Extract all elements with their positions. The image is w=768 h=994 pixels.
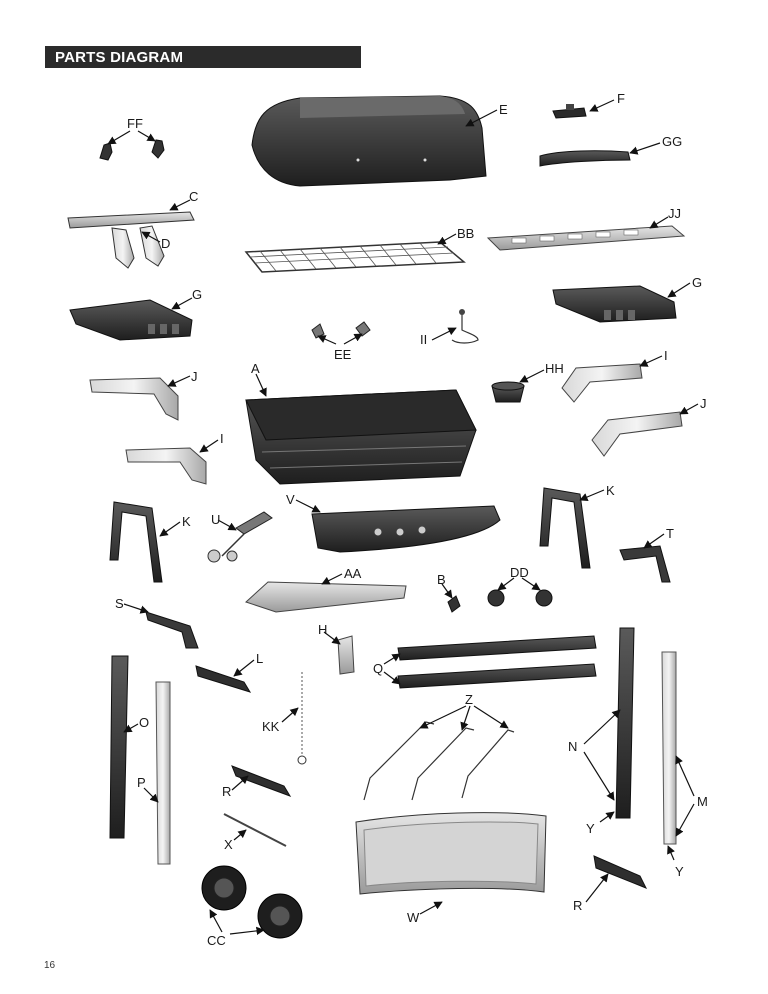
label-I-right: I <box>664 348 668 363</box>
part-firebox <box>245 389 477 485</box>
label-T: T <box>666 526 674 541</box>
part-wheels <box>201 865 303 939</box>
part-bracket-S <box>145 611 199 649</box>
part-bolt-B <box>447 595 461 613</box>
part-bracket-L <box>195 665 252 693</box>
part-control-knobs <box>487 589 553 607</box>
label-U: U <box>211 512 220 527</box>
part-leg-frame-left <box>109 501 163 583</box>
part-lid <box>251 95 487 187</box>
label-R-right: R <box>573 898 582 913</box>
part-hinges <box>99 139 165 161</box>
part-leg-P <box>155 681 171 865</box>
label-G-left: G <box>192 287 202 302</box>
label-K-right: K <box>606 483 615 498</box>
part-leg-N <box>615 627 635 819</box>
label-J-left: J <box>191 369 198 384</box>
part-valve-regulator <box>207 511 273 563</box>
part-wire-rods <box>363 721 515 801</box>
label-O-left: O <box>139 715 149 730</box>
label-G-right: G <box>692 275 702 290</box>
part-bottom-shelf <box>355 812 547 895</box>
part-control-panel <box>311 505 501 553</box>
part-handle-bracket <box>552 104 587 119</box>
label-C: C <box>189 189 198 204</box>
part-side-shelf-left <box>69 299 193 341</box>
part-bracket-I-right <box>561 363 643 403</box>
label-E: E <box>499 102 508 117</box>
label-AA: AA <box>344 566 362 581</box>
label-DD: DD <box>510 565 529 580</box>
label-V: V <box>286 492 295 507</box>
part-cross-braces <box>397 635 597 689</box>
part-match-chain <box>297 672 307 765</box>
label-CC: CC <box>207 933 226 948</box>
part-bracket-R-right <box>593 855 648 889</box>
label-I-left: I <box>220 431 224 446</box>
label-EE: EE <box>334 347 352 362</box>
label-L: L <box>256 651 263 666</box>
label-A: A <box>251 361 260 376</box>
part-igniter-wire <box>451 309 479 344</box>
label-D: D <box>161 236 170 251</box>
part-leg-M <box>661 651 677 845</box>
part-clips <box>311 321 371 339</box>
label-X: X <box>224 837 233 852</box>
part-heat-shield <box>486 225 686 251</box>
label-Z: Z <box>465 692 473 707</box>
part-lid-handle <box>539 150 631 167</box>
label-P: P <box>137 775 146 790</box>
part-cooking-grate <box>244 241 466 273</box>
part-tank-hook <box>337 635 355 675</box>
label-KK: KK <box>262 719 280 734</box>
part-bracket-J-left <box>89 377 179 421</box>
part-leg-O-left <box>109 655 129 839</box>
label-Y-right: Y <box>675 864 684 879</box>
label-B: B <box>437 572 446 587</box>
label-N: N <box>568 739 577 754</box>
label-BB: BB <box>457 226 474 241</box>
part-bracket-T <box>619 545 671 583</box>
label-Q: Q <box>373 661 383 676</box>
label-J-right: J <box>700 396 707 411</box>
section-header: PARTS DIAGRAM <box>45 46 361 68</box>
label-S: S <box>115 596 124 611</box>
part-bracket-R-left <box>231 765 292 797</box>
page-title: PARTS DIAGRAM <box>55 49 184 66</box>
label-FF: FF <box>127 116 143 131</box>
label-K-left: K <box>182 514 191 529</box>
part-burner <box>67 211 195 269</box>
part-heat-deflector <box>245 581 407 613</box>
page-number: 16 <box>44 960 56 971</box>
part-side-shelf-right <box>552 285 677 323</box>
part-axle <box>223 813 287 847</box>
part-grease-cup <box>491 381 525 403</box>
label-Y-left: Y <box>586 821 595 836</box>
part-bracket-J-right <box>591 411 683 457</box>
label-GG: GG <box>662 134 682 149</box>
label-F: F <box>617 91 625 106</box>
part-leg-frame-right <box>539 487 591 569</box>
label-H: H <box>318 622 327 637</box>
label-R-left: R <box>222 784 231 799</box>
label-M: M <box>697 794 708 809</box>
part-bracket-I-left <box>125 447 207 485</box>
label-HH: HH <box>545 361 564 376</box>
label-JJ: JJ <box>668 206 681 221</box>
label-II: II <box>420 332 427 347</box>
label-W: W <box>407 910 420 925</box>
